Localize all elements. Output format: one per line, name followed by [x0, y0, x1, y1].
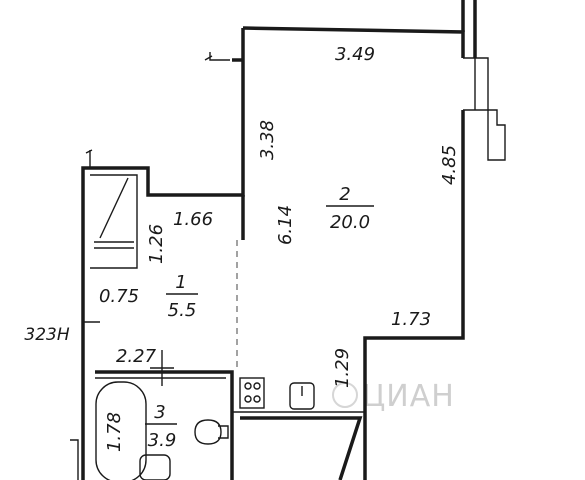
kitchen-sink — [289, 382, 315, 410]
dim-3-38: 3.38 — [257, 120, 278, 160]
bathtub — [95, 381, 147, 480]
dim-0-75: 0.75 — [99, 286, 139, 307]
stove — [239, 377, 265, 409]
dim-4-85: 4.85 — [439, 145, 460, 185]
room-3-number: 3 — [154, 402, 165, 423]
toilet — [194, 419, 229, 445]
room-2-number: 2 — [339, 184, 350, 205]
dim-1-66: 1.66 — [173, 209, 213, 230]
dim-3-49: 3.49 — [335, 44, 375, 65]
dimension-labels: 3.49 3.38 4.85 6.14 1.66 1.26 0.75 1.73 … — [24, 44, 460, 452]
room-1-area: 5.5 — [168, 300, 197, 321]
dim-2-27: 2.27 — [116, 346, 157, 367]
wardrobe — [240, 416, 363, 480]
dim-1-78: 1.78 — [104, 412, 125, 452]
room-1-number: 1 — [175, 272, 186, 293]
washbasin — [139, 454, 171, 480]
room-2-area: 20.0 — [330, 212, 370, 233]
marker-323h: 323H — [24, 325, 69, 345]
watermark-text: ЦИАН — [362, 379, 455, 414]
room-3-area: 3.9 — [148, 430, 177, 451]
fixtures — [70, 350, 365, 480]
dim-6-14: 6.14 — [275, 205, 296, 245]
walls — [81, 0, 506, 480]
dim-1-73: 1.73 — [391, 309, 431, 330]
dim-1-26: 1.26 — [146, 224, 167, 264]
watermark: ЦИАН — [332, 379, 455, 414]
room-labels: 2 20.0 1 5.5 3 3.9 — [145, 184, 374, 451]
dim-1-29: 1.29 — [332, 348, 353, 388]
